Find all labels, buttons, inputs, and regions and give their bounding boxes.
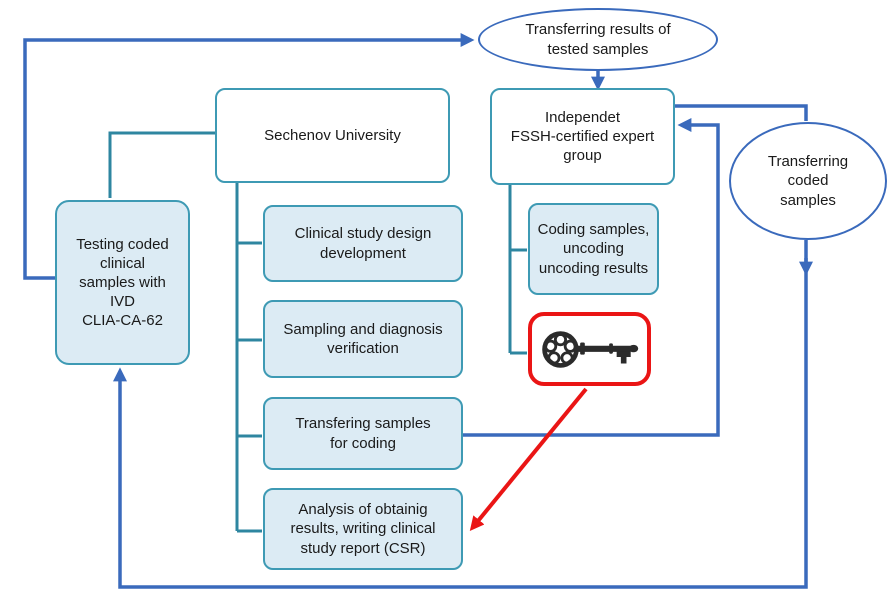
arrow-transfering-to-independent <box>462 118 720 437</box>
node-sampling-verification: Sampling and diagnosis verification <box>263 300 463 378</box>
node-testing-coded-samples: Testing coded clinical samples with IVD … <box>55 200 190 365</box>
node-sechenov-university: Sechenov University <box>215 88 450 183</box>
key-highlight-box <box>528 312 651 386</box>
arrow-coded-to-testing <box>113 240 808 589</box>
red-arrow-line <box>469 387 588 532</box>
node-transfering-samples: Transfering samples for coding <box>263 397 463 470</box>
node-transferring-results: Transferring results of tested samples <box>478 8 718 71</box>
antique-key-icon <box>542 330 639 368</box>
node-clinical-study-design: Clinical study design development <box>263 205 463 282</box>
line-sechenov-trunk <box>235 183 262 533</box>
node-transferring-coded-samples: Transferring coded samples <box>729 122 887 240</box>
arrow-testing-to-results <box>23 33 475 280</box>
line-independent-to-coded <box>675 104 808 121</box>
node-analysis-csr: Analysis of obtainig results, writing cl… <box>263 488 463 570</box>
line-sechenov-to-testing <box>108 131 215 198</box>
node-independent-expert-group: Independet FSSH-certified expert group <box>490 88 675 185</box>
line-independent-trunk <box>508 185 527 355</box>
node-coding-uncoding: Coding samples, uncoding uncoding result… <box>528 203 659 295</box>
